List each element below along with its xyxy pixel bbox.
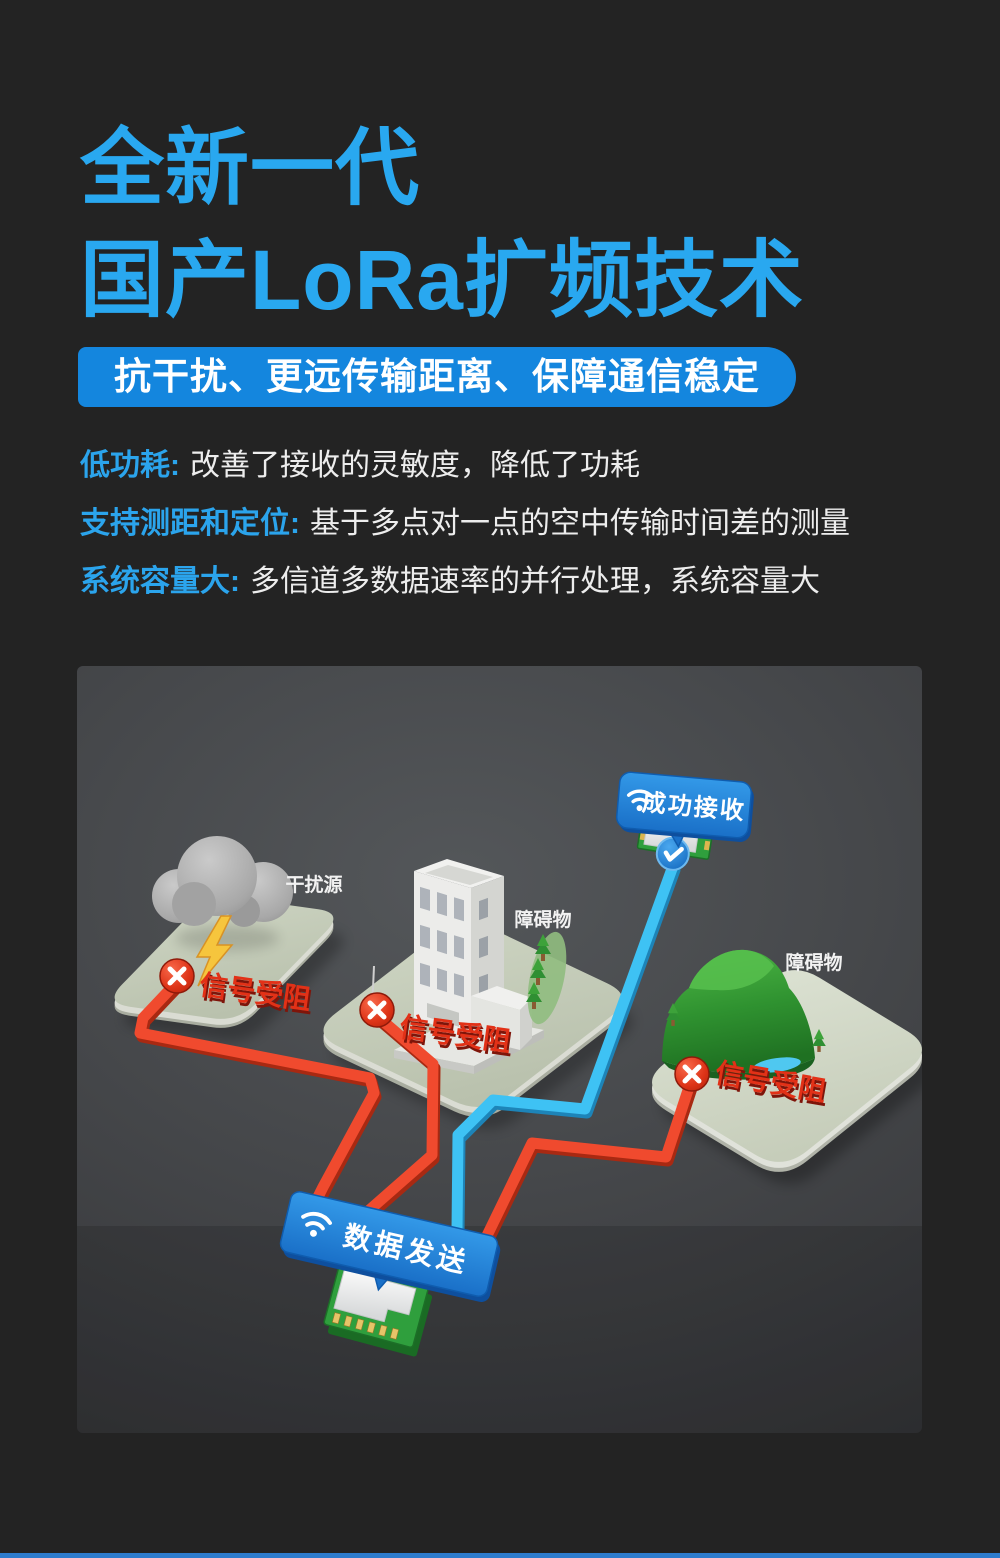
feature-list: 低功耗: 改善了接收的灵敏度，降低了功耗 支持测距和定位: 基于多点对一点的空中传输… [80,448,850,622]
lightning-icon [195,915,234,987]
feature-text: 改善了接收的灵敏度，降低了功耗 [190,449,640,482]
pine-tree-icon [526,982,542,1009]
wifi-icon [301,1211,332,1237]
floor-shade [77,1226,922,1433]
bottom-accent-bar [0,1553,1000,1558]
feature-label: 低功耗: [80,449,180,482]
pond [753,1057,801,1073]
feature-label: 支持测距和定位: [80,507,300,540]
signal-tubes [134,860,700,1277]
blocked-marker-right [674,1056,710,1092]
mountain [662,949,826,1080]
hero-title-line1: 全新一代 [80,121,421,215]
blocked-tube-right [473,1072,700,1262]
module-pins [331,1312,400,1340]
interference-label: 干扰源 [285,873,342,896]
pine-tree-icon [535,934,551,961]
blocked-tube-center [360,1010,441,1223]
pine-tree-icon [666,1003,680,1026]
feature-label: 系统容量大: [80,565,240,598]
hero-title: 全新一代 国产LoRa扩频技术 [80,112,804,336]
pine-tree-icon [812,1029,826,1052]
storm-cloud-lightning-icon [152,836,293,987]
building [371,859,544,1074]
feature-text: 多信道多数据速率的并行处理，系统容量大 [250,565,820,598]
x-icon [682,1064,702,1084]
blocked-tube-left [134,976,382,1225]
feature-ranging: 支持测距和定位: 基于多点对一点的空中传输时间差的测量 [80,506,850,542]
pine-tree-icon [530,958,546,985]
blocked-marker-left [159,958,195,994]
hero-banner: 抗干扰、更远传输距离、保障通信稳定 [78,347,796,407]
obstacle-label-center: 障碍物 [514,908,571,931]
x-icon [167,966,187,986]
obstacle-label-right: 障碍物 [785,951,842,974]
blocked-marker-center [359,992,395,1028]
feature-low-power: 低功耗: 改善了接收的灵敏度，降低了功耗 [80,448,850,484]
building-windows [420,886,464,1027]
tree-strip [526,931,567,1025]
lora-scene-illustration: 干扰源 [77,666,922,1433]
send-badge: 数据发送 [279,1190,501,1303]
feature-text: 基于多点对一点的空中传输时间差的测量 [310,507,850,540]
receive-badge: 成功接收 [615,771,754,849]
hero-title-line2: 国产LoRa扩频技术 [80,233,805,327]
wifi-icon [626,789,655,812]
feature-capacity: 系统容量大: 多信道多数据速率的并行处理，系统容量大 [80,564,850,600]
x-icon [367,1000,387,1020]
scene-svg: 干扰源 [77,771,922,1433]
